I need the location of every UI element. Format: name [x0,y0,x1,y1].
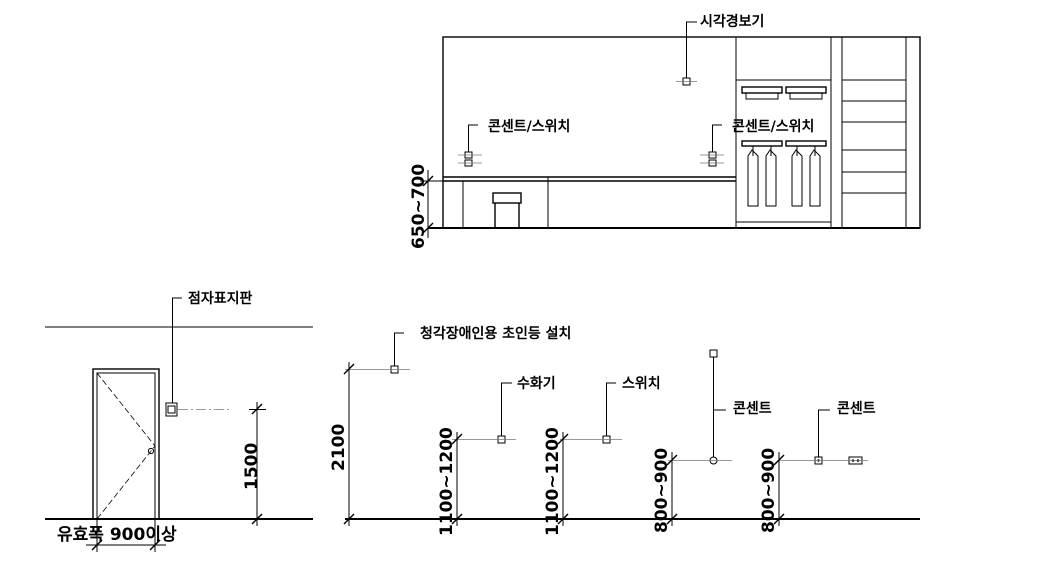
visual-alarm-icon [676,21,697,86]
intercom-height-label: 1100~1200 [437,427,457,536]
flashing-bell-icon [345,332,410,374]
wardrobe [735,37,907,228]
braille-sign-label: 점자표지판 [188,290,253,307]
door-swing [96,372,156,520]
door-frame [92,368,160,520]
outlet-switch-right-label: 콘센트/스위치 [732,119,814,135]
door-knob [147,447,155,455]
desk [443,176,737,228]
door-elevation: 점자표지판 1500 유효폭 900이상 [45,290,313,552]
outlet-b-height-dimension [773,452,785,526]
switch-label: 스위치 [622,376,661,392]
outlet-a-height-label: 800~900 [652,448,672,533]
effective-width-dimension [86,519,166,552]
intercom-label: 수화기 [517,376,556,392]
bell-height-dimension [343,362,355,526]
switch-height-dimension [557,432,569,526]
outlet-switch-left-label: 콘센트/스위치 [488,119,570,135]
counter-height-dimension [420,170,450,238]
effective-width-label: 유효폭 900이상 [57,525,177,545]
outlet-b-label: 콘센트 [837,401,876,417]
intercom-height-dimension [451,432,463,526]
switch-icon [560,382,622,444]
outlet-switch-right-icon [700,124,724,167]
outlet-a-icon [668,349,732,465]
visual-alarm-label: 시각경보기 [700,13,764,30]
outlet-b-icon [778,409,868,465]
flashing-bell-label: 청각장애인용 초인등 설치 [420,325,571,342]
outlet-a-label: 콘센트 [733,401,772,417]
outlet-a-height-dimension [666,452,678,526]
chair [492,192,522,228]
room-elevation: 시각경보기 콘센트/스위치 콘센트/스위치 650~700 [409,13,921,249]
braille-height-label: 1500 [242,443,262,490]
outlet-b-height-label: 800~900 [759,448,779,533]
braille-sign-icon [165,297,232,417]
switch-height-label: 1100~1200 [543,427,563,536]
outlet-switch-left-icon [458,124,482,167]
intercom-icon [452,382,516,444]
bell-height-label: 2100 [329,424,349,471]
braille-height-dimension [249,402,266,526]
device-heights-elevation: 청각장애인용 초인등 설치 2100 수화기 1100~1200 스위치 [329,325,920,536]
counter-height-label: 650~700 [409,164,429,249]
